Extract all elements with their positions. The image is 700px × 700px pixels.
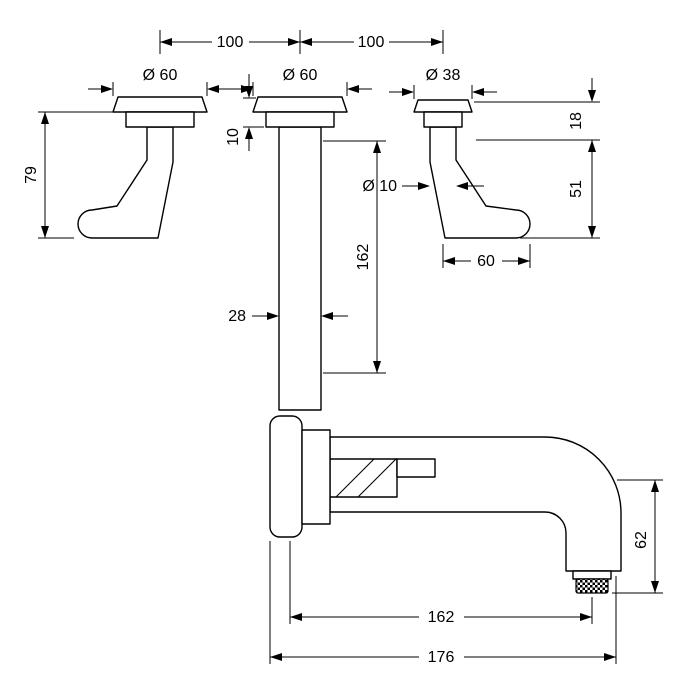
dim-depth-10: 10 xyxy=(225,74,264,151)
dim-label-spacing-left: 100 xyxy=(217,34,244,51)
dim-label-width-28: 28 xyxy=(228,308,246,325)
spout-body xyxy=(329,436,622,572)
dim-reach-162: 162 xyxy=(289,541,593,626)
dim-stem-dia: Ø 10 xyxy=(362,178,484,195)
dim-label-dia-right: Ø 38 xyxy=(426,67,461,84)
dim-dia-center: Ø 60 xyxy=(228,67,372,96)
dim-overall-176: 176 xyxy=(269,541,617,666)
dim-drop-51: 51 xyxy=(520,140,600,239)
dim-length-60: 60 xyxy=(442,244,531,270)
aerator-collar xyxy=(572,570,612,580)
center-riser xyxy=(252,96,348,411)
dim-spacing-left: 100 xyxy=(159,30,301,54)
dim-spacing-right: 100 xyxy=(300,30,444,54)
spout-escutcheon-inner xyxy=(301,429,331,525)
dim-depth-18: 18 xyxy=(474,78,600,152)
dim-height-79: 79 xyxy=(23,111,124,239)
left-handle xyxy=(77,96,208,239)
dim-label-depth-10: 10 xyxy=(225,128,242,146)
dim-dia-left: Ø 60 xyxy=(88,67,232,96)
dim-label-depth-18: 18 xyxy=(568,112,585,130)
dim-label-spacing-right: 100 xyxy=(358,34,385,51)
dim-riser-162: 162 xyxy=(323,140,386,374)
dim-label-reach-162: 162 xyxy=(428,609,455,626)
right-handle xyxy=(413,99,531,239)
dim-dia-right: Ø 38 xyxy=(389,67,497,99)
dim-label-riser-162: 162 xyxy=(355,244,372,271)
dim-label-length-60: 60 xyxy=(477,253,495,270)
spout-escutcheon-outer xyxy=(269,415,303,538)
dim-label-dia-left: Ø 60 xyxy=(143,67,178,84)
dim-drop-62: 62 xyxy=(612,479,663,594)
dim-width-28: 28 xyxy=(228,308,348,325)
dim-label-drop-51: 51 xyxy=(568,180,585,198)
dim-label-overall-176: 176 xyxy=(428,649,455,666)
dim-label-dia-center: Ø 60 xyxy=(283,67,318,84)
spout xyxy=(269,415,622,594)
spout-inner-step xyxy=(396,458,436,478)
aerator-screen xyxy=(575,578,609,594)
dim-label-height-79: 79 xyxy=(23,166,40,184)
dim-label-stem-dia: Ø 10 xyxy=(362,178,397,195)
dim-label-drop-62: 62 xyxy=(633,531,650,549)
